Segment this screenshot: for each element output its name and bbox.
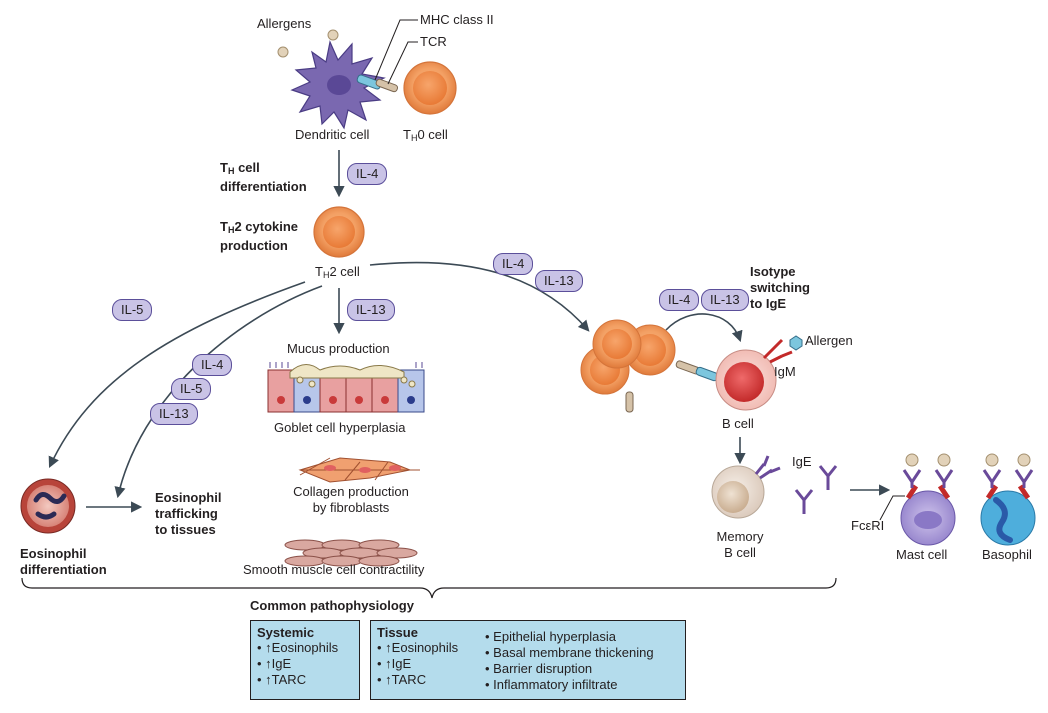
mast-cell-graphic xyxy=(900,453,956,546)
goblet-cell-hyperplasia-label: Goblet cell hyperplasia xyxy=(274,420,406,435)
systemic-title: Systemic xyxy=(257,625,315,640)
tissue-effect: • Inflammatory infiltrate xyxy=(485,677,618,692)
allergens-label: Allergens xyxy=(257,16,312,31)
cytokine-il4-switch: IL-4 xyxy=(659,289,700,311)
smooth-muscle xyxy=(284,539,418,567)
eosinophil-cell xyxy=(20,478,76,534)
systemic-item: • ↑IgE xyxy=(257,656,292,671)
memory-b-cell xyxy=(711,455,781,519)
mhc-tcr-complex xyxy=(356,74,399,93)
tissue-box: Tissue • ↑Eosinophils • ↑IgE • ↑TARC • E… xyxy=(370,620,686,700)
th0-cell-label: TH0 cell xyxy=(403,127,448,143)
fceri-leader-line xyxy=(879,495,905,521)
tissue-effect: • Barrier disruption xyxy=(485,661,593,676)
ige-label: IgE xyxy=(792,454,812,469)
pathophysiology-brace xyxy=(21,577,837,599)
tcr-label: TCR xyxy=(420,34,447,49)
basophil-graphic xyxy=(980,453,1036,546)
tcr-leader-line xyxy=(387,41,418,85)
fceri-label: FcεRI xyxy=(851,518,885,533)
systemic-item: • ↑TARC xyxy=(257,672,307,687)
cytokine-il4-mid: IL-4 xyxy=(192,354,233,376)
allergen-label: Allergen xyxy=(805,333,853,348)
systemic-box: Systemic • ↑Eosinophils • ↑IgE • ↑TARC xyxy=(250,620,360,700)
dendritic-cell xyxy=(290,40,386,130)
dendritic-cell-label: Dendritic cell xyxy=(295,127,370,142)
smooth-muscle-label: Smooth muscle cell contractility xyxy=(243,562,425,577)
tissue-title: Tissue xyxy=(377,625,418,640)
cytokine-il13-right: IL-13 xyxy=(535,270,583,292)
th0-cell xyxy=(403,61,457,115)
cytokine-il13-switch: IL-13 xyxy=(701,289,749,311)
tissue-item: • ↑IgE xyxy=(377,656,412,671)
cytokine-il13-center: IL-13 xyxy=(347,299,395,321)
common-pathophysiology-title: Common pathophysiology xyxy=(250,598,414,613)
th2-cell xyxy=(313,206,365,258)
cytokine-il5-left: IL-5 xyxy=(112,299,153,321)
cytokine-il5-mid: IL-5 xyxy=(171,378,212,400)
igm-label: IgM xyxy=(774,364,796,379)
mhc-leader-line xyxy=(374,19,418,81)
b-cell xyxy=(715,335,803,411)
tissue-item: • ↑TARC xyxy=(377,672,427,687)
allergen-particles xyxy=(277,29,339,58)
cytokine-il4-top: IL-4 xyxy=(347,163,388,185)
mucus-production-label: Mucus production xyxy=(287,341,390,356)
mast-cell-label: Mast cell xyxy=(896,547,948,562)
tissue-item: • ↑Eosinophils xyxy=(377,640,459,655)
ige-antibodies xyxy=(794,465,838,514)
systemic-item: • ↑Eosinophils xyxy=(257,640,339,655)
cytokine-il4-right: IL-4 xyxy=(493,253,534,275)
cytokine-il13-mid: IL-13 xyxy=(150,403,198,425)
th2-cluster xyxy=(580,319,719,413)
b-cell-label: B cell xyxy=(722,416,754,431)
mhc-class-ii-label: MHC class II xyxy=(420,12,494,27)
isotype-switch-arrow xyxy=(665,313,743,343)
th2-cell-label: TH2 cell xyxy=(315,264,360,280)
tissue-effect: • Basal membrane thickening xyxy=(485,645,654,660)
eosinophil-differentiation-arrow xyxy=(48,281,306,469)
fibroblasts xyxy=(298,457,420,483)
basophil-label: Basophil xyxy=(982,547,1032,562)
tissue-effect: • Epithelial hyperplasia xyxy=(485,629,617,644)
epithelium xyxy=(267,362,425,413)
